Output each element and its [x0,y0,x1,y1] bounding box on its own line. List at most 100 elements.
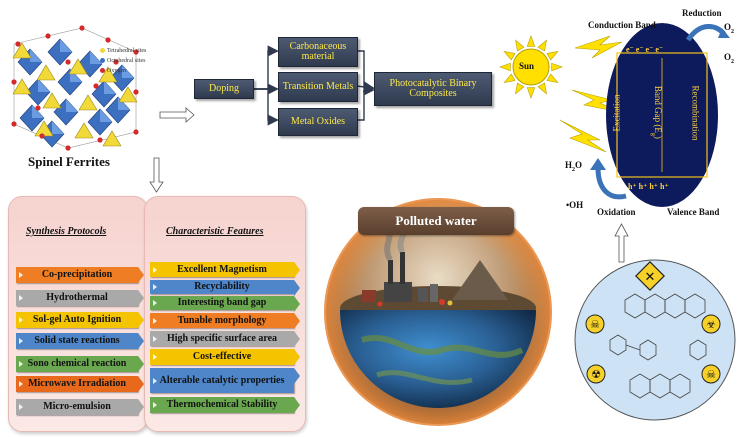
bar-chevron-icon [294,368,300,384]
synthesis-title: Synthesis Protocols [26,226,107,237]
o2-radical-product: O2 [724,52,734,65]
feature-label: Excellent Magnetism [177,263,267,275]
light-bolt-3-icon [559,119,607,153]
oxidation-label: Oxidation [597,207,636,217]
synthesis-label: Sono chemical reaction [27,358,127,369]
bullet-arrow-icon [19,361,23,367]
legend-oxygen-label: Oxygen [107,68,126,74]
sun-icon [499,35,563,99]
synthesis-label: Sol-gel Auto Ignition [32,314,122,325]
synthesis-item: Solid state reactions [16,333,144,349]
feature-label: Recyclability [194,281,250,292]
radiation-icon: ☢ [586,364,606,384]
mo-to-composite-arrow [357,84,375,121]
o2-symbol: O [724,22,732,32]
conduction-band-label: Conduction Band [588,20,656,30]
synthesis-item: Microwave Irradiation [16,376,144,392]
bullet-arrow-icon [19,295,23,301]
bullet-arrow-icon [153,266,157,273]
skull-right-icon: ☠ [701,364,721,384]
bullet-arrow-icon [153,377,157,384]
tetrahedral-dot [100,48,105,54]
bullet-arrow-icon [19,272,23,278]
bar-chevron-icon [294,296,300,312]
o2-product: O2 [724,22,734,35]
bullet-arrow-icon [153,284,157,290]
holes-row: h⁺ h⁺ h⁺ h⁺ [628,182,669,191]
dopant-metal-oxides-box: Metal Oxides [278,108,358,136]
bar-chevron-icon [138,290,144,306]
synthesis-label: Microwave Irradiation [28,378,126,389]
recombination-label: Recombination [690,85,701,141]
bar-chevron-icon [294,313,300,329]
synthesis-item: Co-precipitation [16,267,144,283]
up-to-band-arrow [614,223,629,263]
bar-chevron-icon [294,262,300,278]
feature-item: Recyclability [150,280,300,296]
feature-item: Tunable morphology [150,313,300,329]
synthesis-label: Hydrothermal [46,292,108,303]
bullet-arrow-icon [19,338,23,344]
synthesis-item: Hydrothermal [16,290,144,306]
bullet-arrow-icon [19,404,23,410]
bar-chevron-icon [294,331,300,347]
o2-subscript: 2 [731,28,735,35]
bar-chevron-icon [138,399,144,415]
feature-item: High specific surface area [150,331,300,347]
bullet-arrow-icon [153,317,157,324]
down-to-panels-arrow [149,157,164,193]
feature-item: Excellent Magnetism [150,262,300,278]
legend-octahedral-label: Octahedral sites [107,58,146,64]
legend-tetrahedral-label: Tetrahedral sites [107,48,147,54]
feature-label: Cost-effective [192,351,252,362]
pollutant-molecules-drawing [609,293,707,399]
synthesis-label: Solid state reactions [34,335,120,346]
legend-tetrahedral: Tetrahedral sites [100,48,146,54]
bar-chevron-icon [138,312,144,328]
h2o-h: H [565,160,573,170]
bar-chevron-icon [294,280,300,296]
features-title: Characteristic Features [166,226,264,237]
dopant-transition-metals-box: Transition Metals [278,72,358,102]
feature-label: Interesting band gap [177,297,267,308]
skull-left-icon: ☠ [585,314,605,334]
svg-text:☠: ☠ [706,368,716,381]
svg-text:☠: ☠ [590,318,600,331]
biohazard-icon: ☣ [701,314,721,334]
bullet-arrow-icon [153,300,157,306]
synthesis-label: Micro-emulsion [43,401,111,412]
h2o-reactant: H2O [565,160,582,173]
o2-radical-subscript: 2 [731,58,735,65]
crystal-svg [11,25,139,151]
spinel-crystal-structure: Tetrahedral sites Octahedral sites Oxyge… [8,22,158,152]
bar-chevron-icon [294,397,300,413]
band-gap-text: Band Gap (E [652,85,663,133]
spinel-ferrites-title: Spinel Ferrites [28,154,110,169]
o2-radical-symbol: O [724,52,732,62]
doping-box: Doping [194,79,254,99]
feature-label: Thermochemical Stability [166,399,278,410]
synthesis-item: Micro-emulsion [16,399,144,415]
synthesis-label: Co-precipitation [41,269,113,280]
globe-svg [324,198,552,426]
legend-octahedral: Octahedral sites [100,58,145,64]
svg-text:☢: ☢ [591,368,601,381]
bar-chevron-icon [138,356,144,372]
h2o-subscript: 2 [572,166,576,173]
feature-label: High specific surface area [166,332,278,344]
legend-oxygen: Oxygen [100,68,126,74]
dopant-carbonaceous-box: Carbonaceous material [278,37,358,67]
band-gap-frame [616,52,708,178]
toxic-sign-icon: ✕ [635,261,665,291]
electrons-row: e⁻ e⁻ e⁻ e⁻ [626,45,664,54]
polluted-globe [322,190,554,430]
pollutant-circle [574,259,736,421]
synthesis-item: Sol-gel Auto Ignition [16,312,144,328]
photocatalytic-composites-box: Photocatalytic Binary Composites [374,72,492,106]
polluted-water-label: Polluted water [358,207,514,235]
light-bolt-1-icon [574,35,623,59]
bar-chevron-icon [138,376,144,392]
feature-item: Thermochemical Stability [150,397,300,413]
